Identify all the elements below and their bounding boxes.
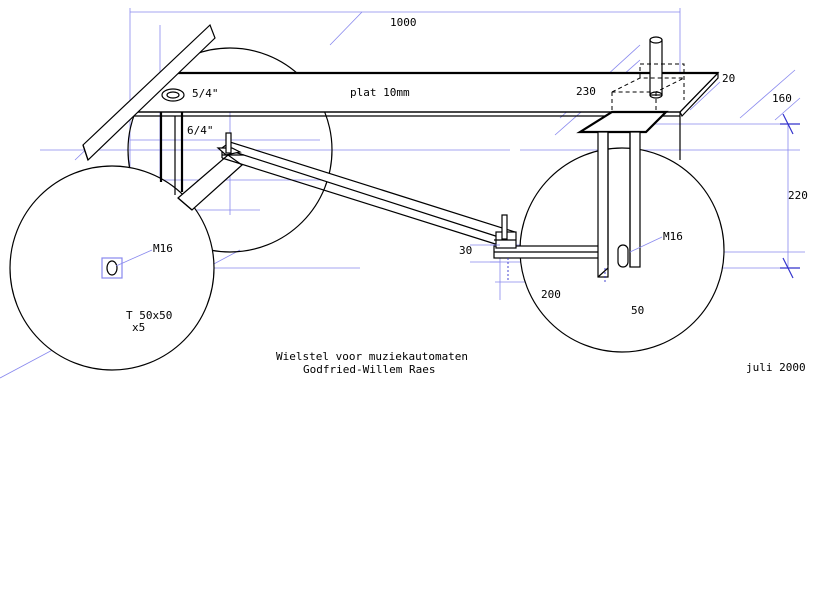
plate-label: plat 10mm xyxy=(350,86,410,99)
profile-label: T 50x50 xyxy=(126,309,172,322)
top-pin xyxy=(611,36,685,112)
profile-count-label: x5 xyxy=(132,321,145,334)
bolt-left-label: M16 xyxy=(153,242,173,255)
left-crossbar xyxy=(82,23,216,162)
dim-length: 1000 xyxy=(390,16,417,29)
caption-author: Godfried-Willem Raes xyxy=(303,363,435,376)
front-left-wheel xyxy=(9,165,215,371)
right-plate-edge xyxy=(679,71,719,118)
bolt-right-label: M16 xyxy=(663,230,683,243)
caption-title: Wielstel voor muziekautomaten xyxy=(276,350,468,363)
dim-depth: 160 xyxy=(772,92,792,105)
dim-bar-offset: 30 xyxy=(459,244,472,257)
tube-top-label: 5/4" xyxy=(192,87,219,100)
dim-height: 220 xyxy=(788,189,808,202)
tube-bottom-label: 6/4" xyxy=(187,124,214,137)
right-top-plate xyxy=(576,110,669,278)
dim-plate-thickness: 20 xyxy=(722,72,735,85)
front-left-strut xyxy=(177,154,243,211)
caption-date: juli 2000 xyxy=(746,361,806,374)
left-bolt xyxy=(101,257,123,279)
dim-bar-length: 200 xyxy=(541,288,561,301)
dim-top-plate-width: 230 xyxy=(576,85,596,98)
dim-axle-offset: 50 xyxy=(631,304,644,317)
main-plate xyxy=(128,71,720,160)
leader-lines xyxy=(115,236,663,267)
dimension-markers xyxy=(490,113,800,282)
left-struts xyxy=(159,112,184,195)
tube-ring xyxy=(161,88,185,102)
rear-wheel xyxy=(127,47,333,253)
